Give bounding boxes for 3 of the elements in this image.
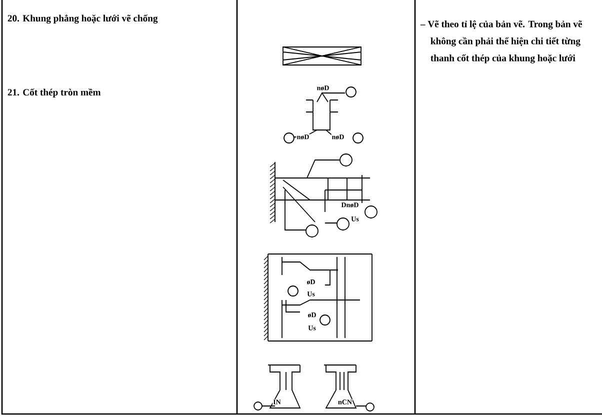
row-label: 21. Cốt thép tròn mềm bbox=[8, 88, 101, 98]
row-label: 20. Khung phẳng hoặc lưới vẽ chống bbox=[8, 14, 158, 24]
note-text: – Vẽ theo tỉ lệ của bản vẽ. Trong bản vẽ không cần phải thể hiện chi tiết từng thanh cốt thép của khung hoặc lưới bbox=[420, 20, 582, 64]
